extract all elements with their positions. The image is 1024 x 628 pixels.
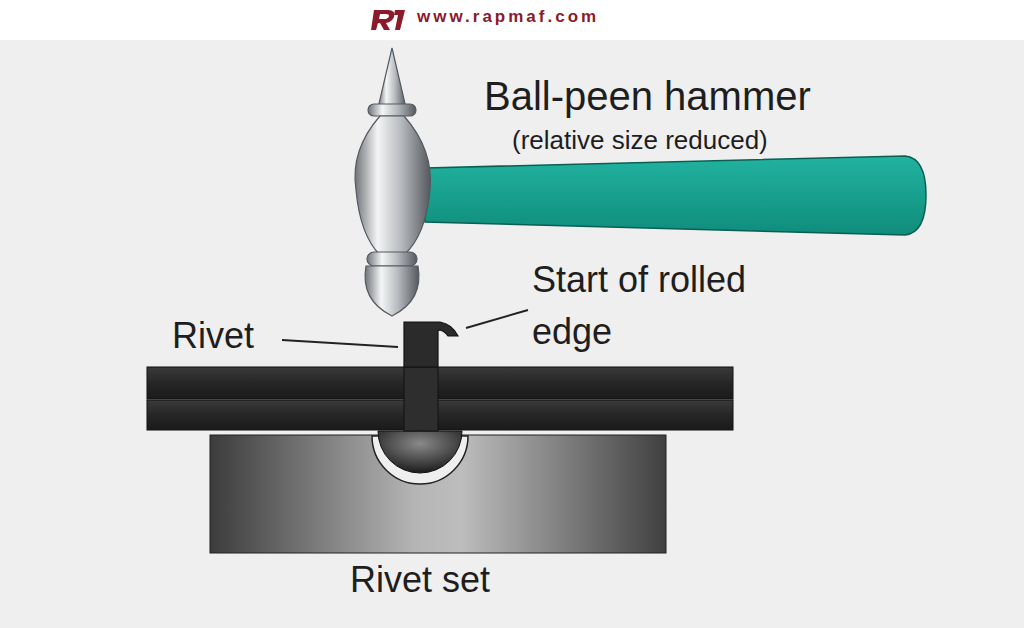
hammer-handle: [425, 156, 926, 235]
header-band: [0, 0, 1024, 40]
part-note: (relative size reduced): [512, 125, 768, 156]
part-name: Rivet: [172, 314, 254, 357]
part-name: Rivet set: [350, 558, 490, 601]
leader-line: [282, 340, 398, 347]
hammer-head: [355, 48, 430, 316]
watermark: www.rapmaf.com: [417, 7, 599, 27]
lower-plate: [147, 400, 733, 430]
leader-line: [466, 310, 528, 328]
rivet-shank: [404, 367, 438, 431]
logo-mark: [371, 10, 405, 30]
upper-plate: [147, 367, 733, 399]
rivet-head: [378, 431, 462, 473]
part-name: Start of rolled edge: [532, 254, 747, 358]
rivet-rolled-edge: [404, 322, 458, 367]
part-name: Ball-peen hammer: [484, 72, 811, 120]
